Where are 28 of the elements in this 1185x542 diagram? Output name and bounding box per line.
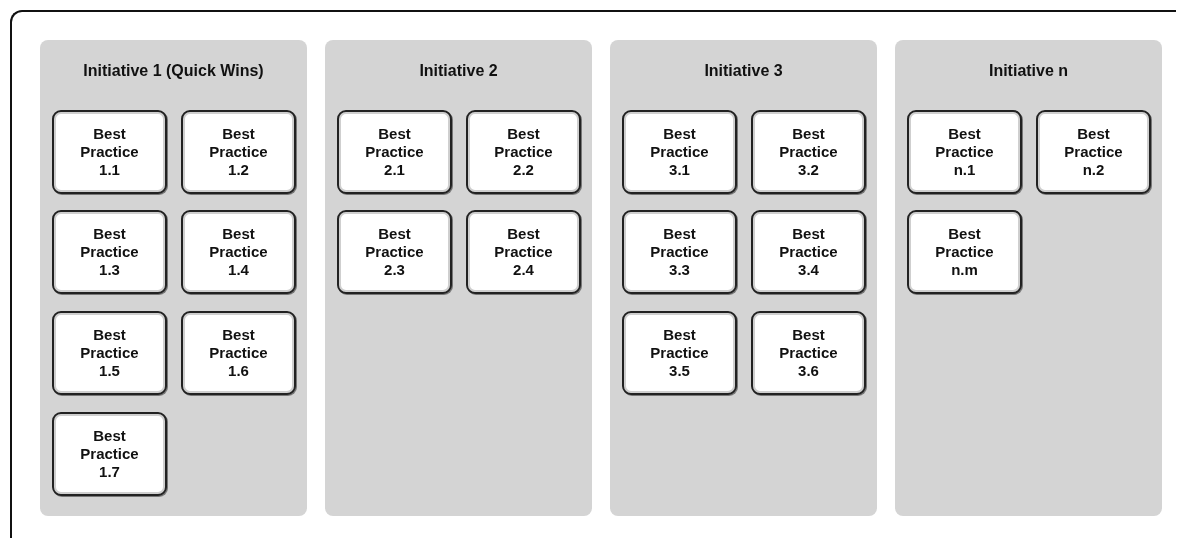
practice-card: Best Practice 3.4 [751, 210, 866, 294]
practice-card: Best Practice 3.6 [751, 311, 866, 395]
practice-card: Best Practice 2.4 [466, 210, 581, 294]
practice-card: Best Practice 1.3 [52, 210, 167, 294]
practice-card: Best Practice 2.3 [337, 210, 452, 294]
practice-card: Best Practice 1.7 [52, 412, 167, 496]
practice-card: Best Practice 3.1 [622, 110, 737, 194]
practice-card: Best Practice n.1 [907, 110, 1022, 194]
practice-card: Best Practice 1.6 [181, 311, 296, 395]
practice-card: Best Practice 1.5 [52, 311, 167, 395]
initiative-panel [895, 40, 1162, 516]
practice-card: Best Practice 3.5 [622, 311, 737, 395]
practice-card: Best Practice 2.1 [337, 110, 452, 194]
practice-card: Best Practice 2.2 [466, 110, 581, 194]
panel-title: Initiative n [987, 62, 1070, 80]
practice-card: Best Practice n.2 [1036, 110, 1151, 194]
panel-title: Initiative 2 [418, 62, 499, 80]
initiative-panel [40, 40, 307, 516]
initiative-panel [325, 40, 592, 516]
panel-title: Initiative 1 (Quick Wins) [82, 62, 265, 80]
initiative-panel [610, 40, 877, 516]
practice-card: Best Practice 3.2 [751, 110, 866, 194]
practice-card: Best Practice 1.4 [181, 210, 296, 294]
practice-card: Best Practice 1.1 [52, 110, 167, 194]
practice-card: Best Practice n.m [907, 210, 1022, 294]
panel-title: Initiative 3 [703, 62, 784, 80]
practice-card: Best Practice 3.3 [622, 210, 737, 294]
practice-card: Best Practice 1.2 [181, 110, 296, 194]
